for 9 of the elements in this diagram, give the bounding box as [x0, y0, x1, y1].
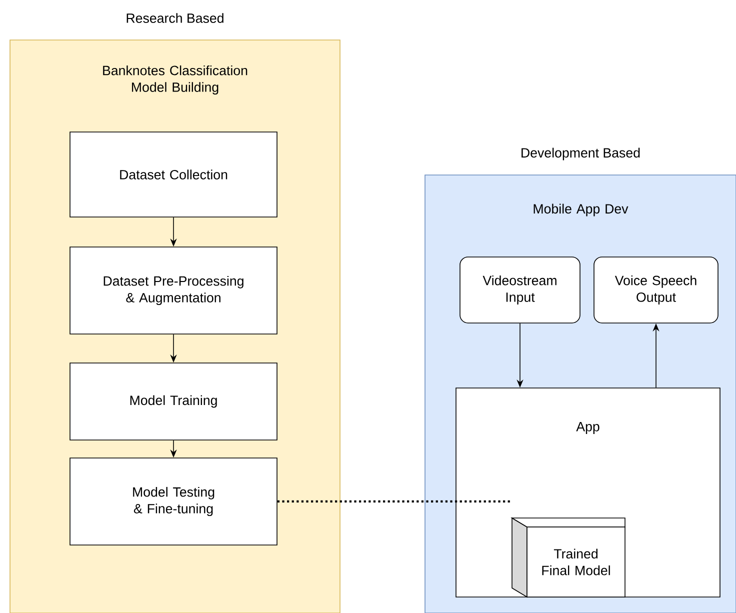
- process-box: Model Training: [70, 362, 278, 440]
- node-label: Development Based: [522, 148, 640, 160]
- process-box: Dataset Collection: [70, 132, 278, 218]
- process-box: Dataset Pre-Processing & Augmentation: [70, 246, 278, 334]
- rounded-box: Videostream Input: [460, 256, 580, 324]
- dotted-connector: [277, 500, 512, 503]
- node-label: Research Based: [126, 13, 224, 23]
- process-box: Model Testing & Fine-tuning: [70, 458, 278, 546]
- rounded-box: Voice Speech Output: [594, 256, 718, 324]
